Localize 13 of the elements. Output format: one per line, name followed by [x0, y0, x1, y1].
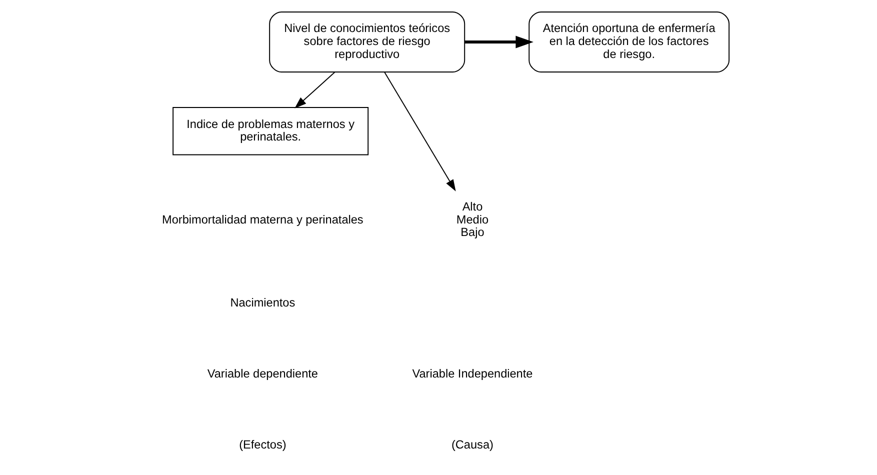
node-box: Indice de problemas maternos y perinatales. [172, 107, 369, 156]
label: Variable Independiente [412, 366, 533, 380]
node-box: Nivel de conocimientos teóricos sobre factores de riesgo reproductivo [269, 11, 466, 73]
node-text: Alto Medio Bajo [456, 200, 489, 240]
label: Variable dependiente [207, 366, 318, 380]
arrow [384, 72, 456, 192]
label: (Causa) [451, 437, 494, 452]
label: Morbimortalidad materna y perinatales [162, 212, 364, 226]
node-box: Atención oportuna de enfermería en la detección de los factores de riesgo. [528, 11, 730, 73]
label: Nacimientos [230, 296, 296, 310]
label: (Efectos) [239, 437, 286, 452]
arrow [464, 36, 534, 48]
arrow [294, 72, 336, 108]
